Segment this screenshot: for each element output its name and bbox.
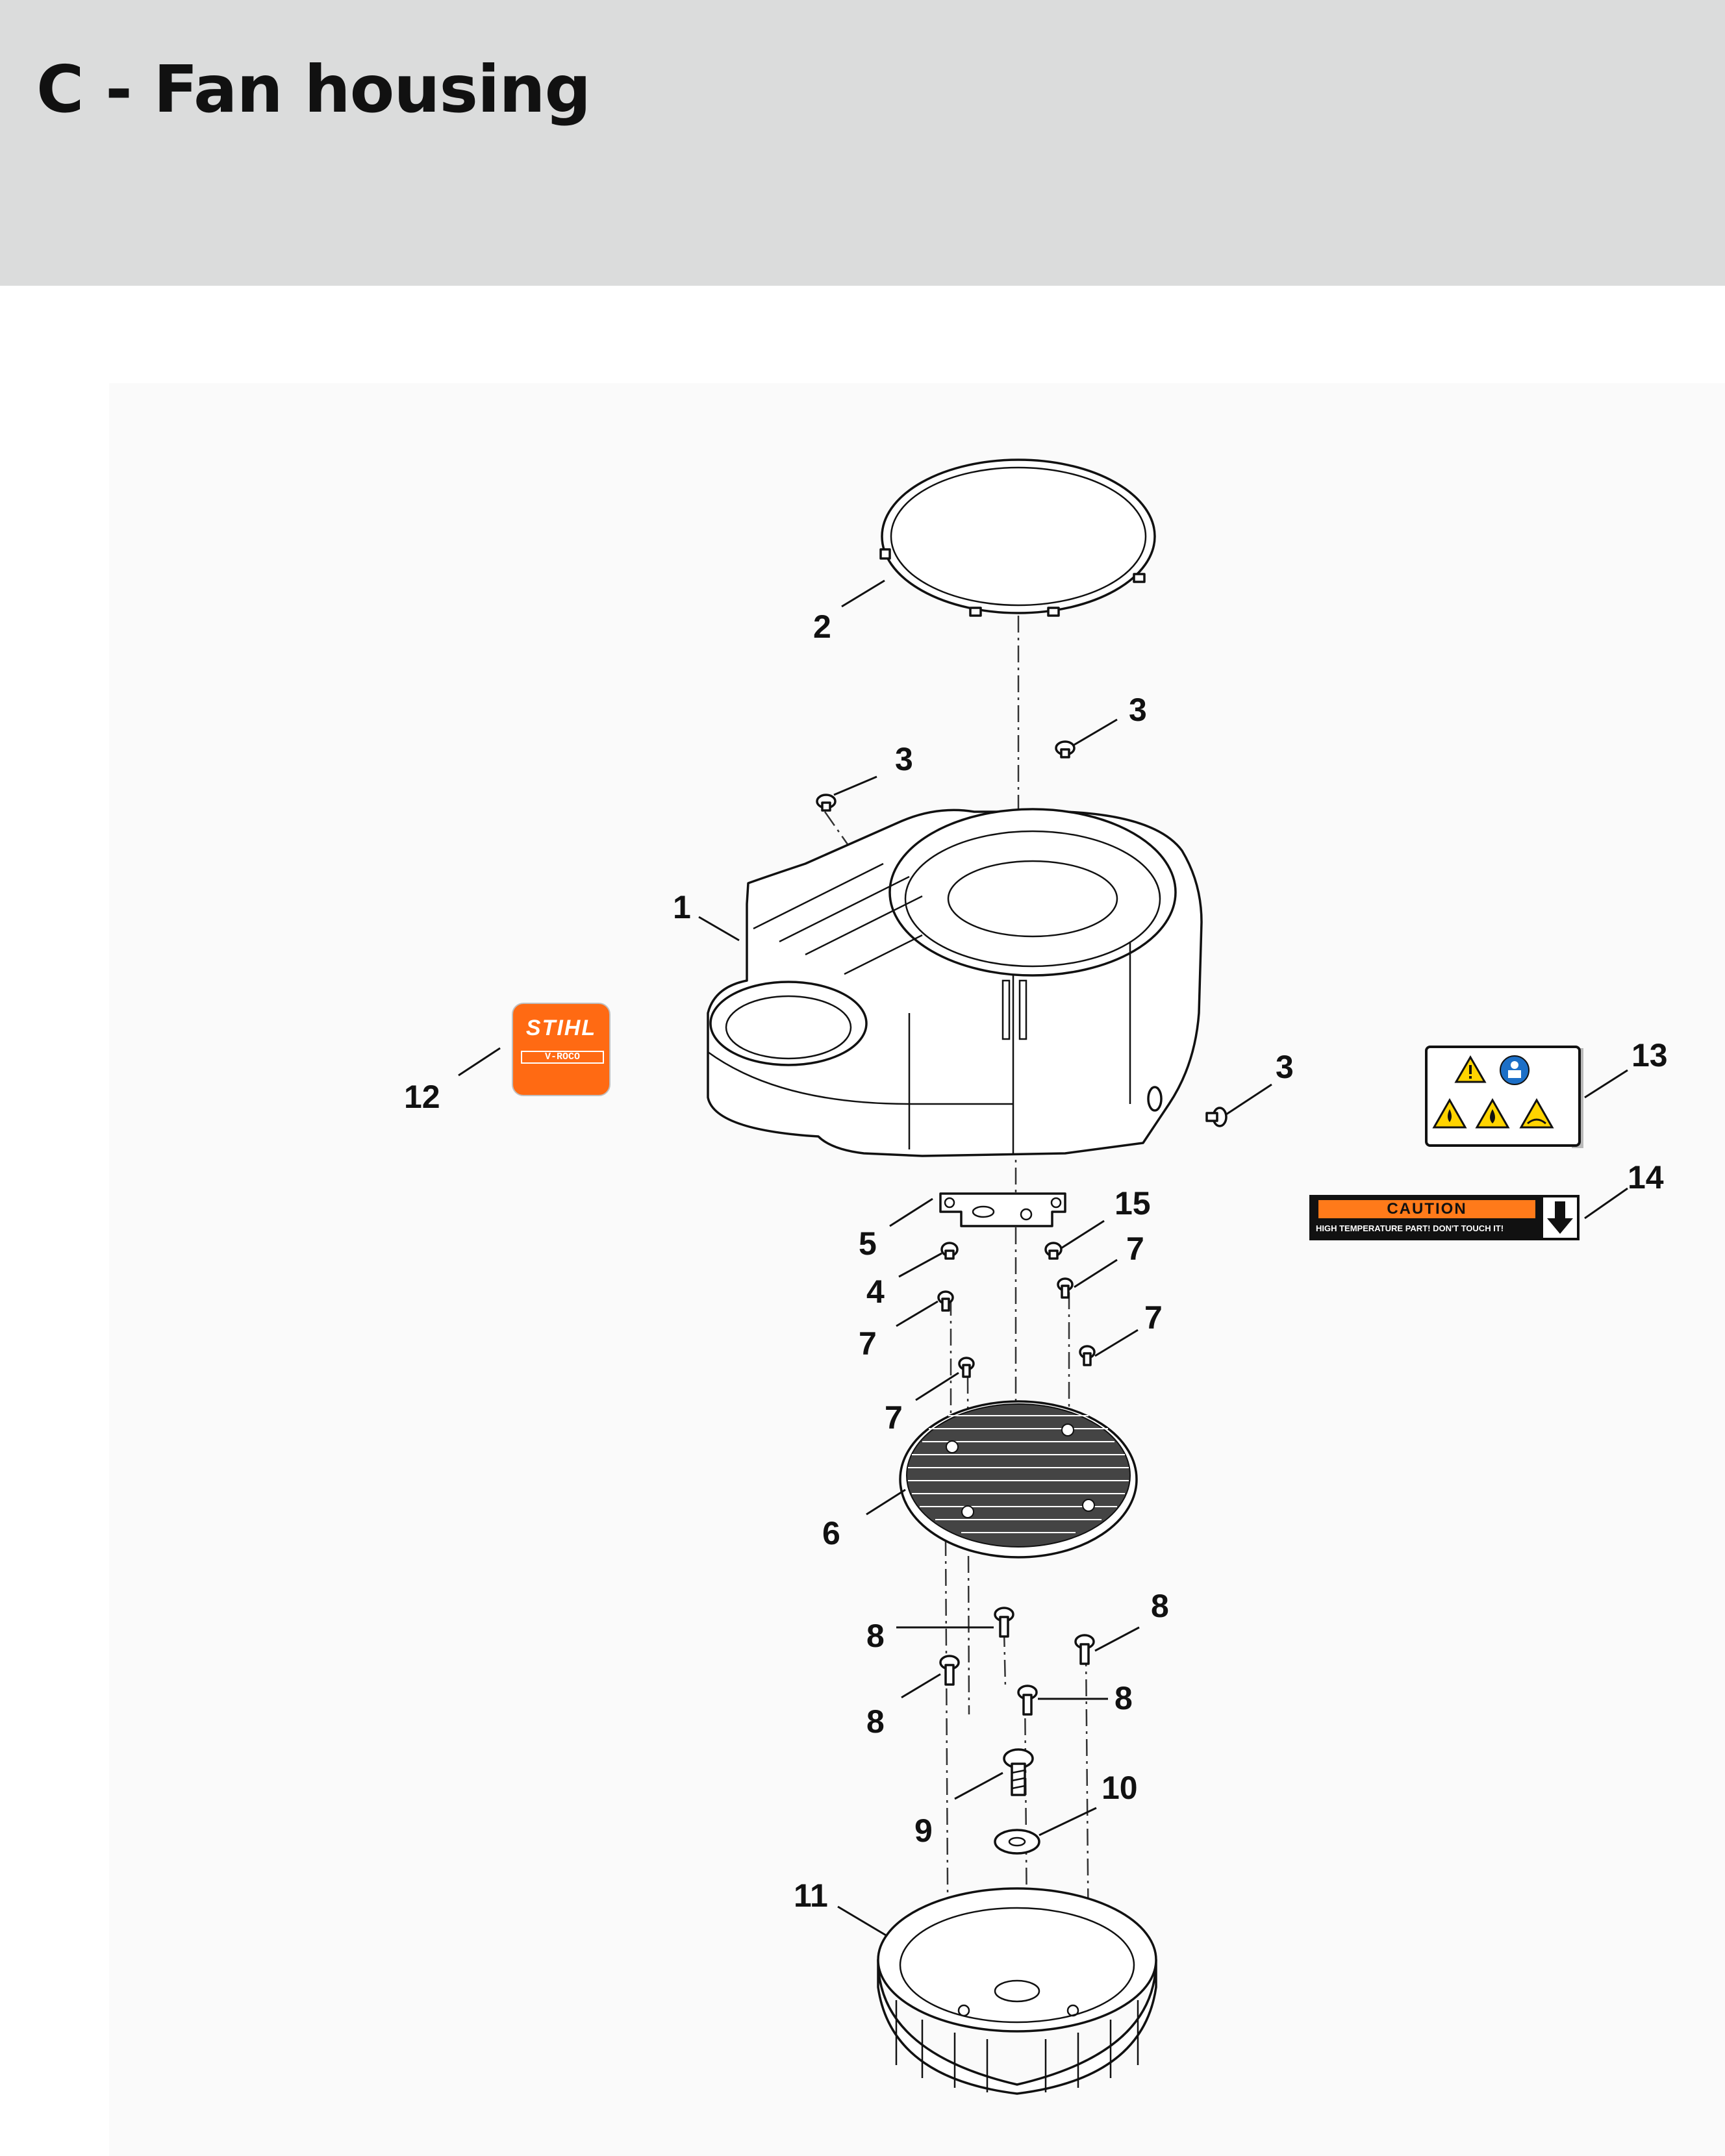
part-5-bracket xyxy=(939,1192,1066,1227)
callout-3b: 3 xyxy=(1129,692,1147,728)
hot-surface-hand-icon xyxy=(1519,1097,1554,1129)
callout-2: 2 xyxy=(813,608,831,645)
part-9-bolt xyxy=(1003,1748,1034,1796)
flame-hazard-icon xyxy=(1475,1097,1510,1129)
part-13-warning-label xyxy=(1425,1046,1581,1147)
page-title: C - Fan housing xyxy=(36,51,591,127)
callout-7a: 7 xyxy=(859,1325,877,1362)
callout-labels: 2 3 3 3 1 12 5 4 15 7 7 7 7 6 8 8 8 8 9 … xyxy=(404,608,1668,1914)
caution-word: CAUTION xyxy=(1387,1200,1467,1218)
screw-7b xyxy=(1057,1277,1074,1299)
part-1-fan-housing xyxy=(707,808,1203,1157)
callout-6: 6 xyxy=(822,1515,840,1551)
caution-band xyxy=(1318,1200,1535,1218)
brand-logo-text: STIHL xyxy=(525,1016,597,1040)
screw-7d xyxy=(958,1357,975,1378)
callout-12: 12 xyxy=(404,1079,440,1115)
part-11-flywheel xyxy=(877,1887,1157,2095)
bolt-8c xyxy=(939,1655,960,1686)
diagram-panel xyxy=(109,383,1725,2156)
bolt-8b xyxy=(1074,1634,1095,1665)
down-arrow-icon xyxy=(1543,1197,1577,1238)
callout-3a: 3 xyxy=(895,741,913,777)
warning-triangle-icon xyxy=(1454,1055,1487,1083)
callout-1: 1 xyxy=(673,889,691,925)
fire-hazard-icon xyxy=(1432,1097,1467,1129)
part-12-brand-decal: STIHL V-ROCO xyxy=(512,1003,611,1096)
part-14-caution-label: CAUTION HIGH TEMPERATURE PART! DON'T TOU… xyxy=(1309,1195,1580,1240)
read-manual-icon xyxy=(1500,1055,1530,1085)
callout-8c: 8 xyxy=(866,1703,885,1740)
callout-9: 9 xyxy=(914,1812,933,1849)
screw-3b xyxy=(1055,740,1076,758)
callout-8d: 8 xyxy=(1114,1680,1133,1716)
part-10-washer xyxy=(994,1829,1040,1855)
screw-3a xyxy=(816,794,837,812)
caution-message: HIGH TEMPERATURE PART! DON'T TOUCH IT! xyxy=(1316,1223,1504,1233)
model-badge: V-ROCO xyxy=(521,1051,604,1064)
callout-14: 14 xyxy=(1628,1159,1664,1196)
callout-15: 15 xyxy=(1114,1185,1151,1222)
callout-7c: 7 xyxy=(1144,1299,1163,1336)
part-6-screen xyxy=(899,1400,1138,1559)
nut-15 xyxy=(1044,1242,1063,1260)
screw-3c xyxy=(1205,1107,1228,1127)
screw-7a xyxy=(937,1290,954,1312)
callout-8b: 8 xyxy=(1151,1588,1169,1624)
callout-10: 10 xyxy=(1102,1770,1138,1806)
callout-4: 4 xyxy=(866,1273,885,1310)
callout-11: 11 xyxy=(794,1877,828,1914)
bolt-8d xyxy=(1017,1685,1038,1716)
leader-lines xyxy=(458,579,1628,1937)
callout-7b: 7 xyxy=(1126,1231,1144,1267)
callout-3c: 3 xyxy=(1276,1049,1294,1085)
part-2-ring xyxy=(879,458,1156,617)
callout-7d: 7 xyxy=(885,1399,903,1436)
warning-label-icons xyxy=(1432,1055,1554,1129)
screw-7c xyxy=(1079,1345,1096,1366)
page-header: C - Fan housing xyxy=(0,0,1725,286)
callout-5: 5 xyxy=(859,1225,877,1262)
nut-4 xyxy=(940,1242,959,1260)
callout-8a: 8 xyxy=(866,1618,885,1654)
bolt-8a xyxy=(994,1607,1014,1638)
callout-13: 13 xyxy=(1631,1037,1668,1073)
